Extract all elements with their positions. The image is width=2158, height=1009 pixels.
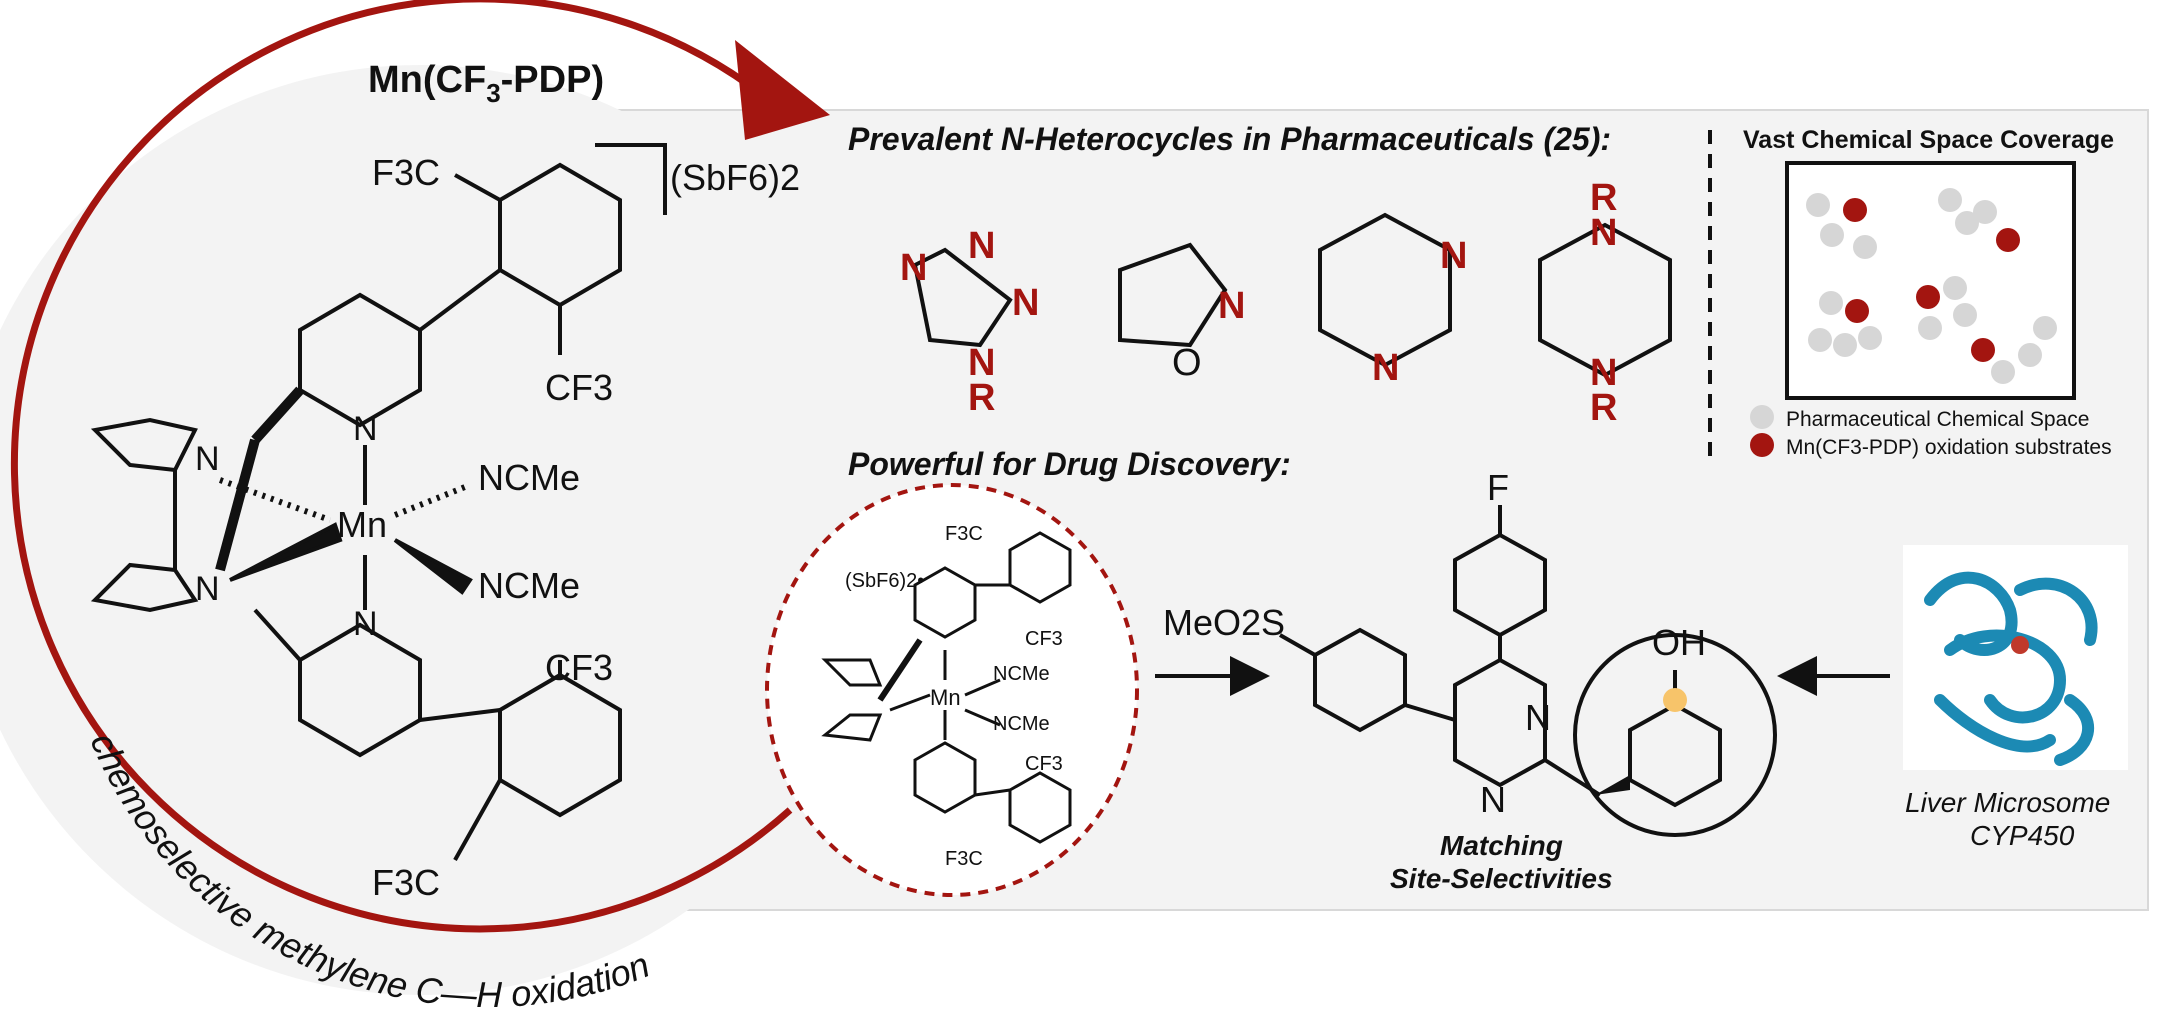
product-n-2: N [1480,779,1506,820]
heme-site [2011,636,2029,654]
catalyst-circle [0,65,885,995]
small-ligand-2: NCMe [993,713,1050,735]
svg-text:R: R [968,377,995,419]
svg-text:N: N [1218,285,1245,327]
svg-text:N: N [1440,235,1467,277]
heterocycles-heading: Prevalent N-Heterocycles in Pharmaceutic… [848,121,1611,157]
mn-atom: Mn [337,504,387,545]
small-ligand-1: NCMe [993,663,1050,685]
small-mn: Mn [930,685,961,710]
caption-line-2: Site-Selectivities [1390,863,1613,894]
product-f: F [1487,467,1509,508]
coverage-dots [1806,188,2057,384]
svg-text:N: N [1372,347,1399,389]
f3c-upper: F3C [372,152,440,193]
ligand-1: NCMe [478,457,580,498]
svg-text:N: N [1590,212,1617,254]
n-pyrrolidine-2: N [195,570,220,608]
enzyme-line-2: CYP450 [1970,820,2075,851]
reagent-label: MeO2S [1163,602,1285,643]
oxidation-site-highlight [1663,688,1687,712]
svg-text:O: O [1172,342,1202,384]
caption-line-1: Matching [1440,830,1563,861]
catalyst-title: Mn(CF3-PDP) [368,59,604,108]
svg-text:N: N [1012,282,1039,324]
piperazine: R N N R [1538,177,1672,429]
arc-arrowhead [735,40,830,140]
small-cf3-mid: CF3 [1025,628,1063,650]
pyrimidine: N N [1318,212,1467,389]
counterion-label: (SbF6)2 [670,157,800,198]
selectivity-circle [1573,633,1777,837]
svg-text:N: N [968,342,995,384]
n-lower-pyridine: N [353,605,378,643]
small-catalyst-structure [821,531,1072,844]
f3c-lower: F3C [372,862,440,903]
small-cf3-low: CF3 [1025,753,1063,775]
svg-text:R: R [1590,177,1617,219]
catalyst-arc [10,0,793,933]
legend-swatch-substrates [1750,433,1774,457]
n-upper-pyridine: N [353,410,378,448]
svg-text:N: N [968,225,995,267]
counterion-bracket [595,143,667,215]
wedge-bond [1595,775,1630,795]
discovery-heading: Powerful for Drug Discovery: [848,446,1291,482]
legend-pharma: Pharmaceutical Chemical Space [1786,408,2089,431]
n-pyrrolidine-1: N [195,440,220,478]
small-catalyst-oval [765,483,1139,897]
legend-swatch-pharma [1750,405,1774,429]
protein-image-bg [1903,545,2128,770]
product-n-1: N [1525,697,1551,738]
cf3-lower: CF3 [545,647,613,688]
catalyst-structure [90,162,622,861]
tetrazole: N N N N R [900,225,1039,419]
small-f3c-top: F3C [945,523,983,545]
svg-text:N: N [1590,352,1617,394]
isoxazole: N O [1118,242,1245,384]
cf3-upper: CF3 [545,367,613,408]
svg-text:R: R [1590,387,1617,429]
product-oh: OH [1652,622,1706,663]
ligand-2: NCMe [478,565,580,606]
svg-text:N: N [900,247,927,289]
small-counterion: (SbF6)2• [845,570,924,592]
coverage-title: Vast Chemical Space Coverage [1743,126,2114,154]
enzyme-line-1: Liver Microsome [1905,787,2110,818]
protein-ribbon [1924,571,2098,766]
small-f3c-bottom: F3C [945,848,983,870]
legend-substrates: Mn(CF3-PDP) oxidation substrates [1786,436,2112,459]
